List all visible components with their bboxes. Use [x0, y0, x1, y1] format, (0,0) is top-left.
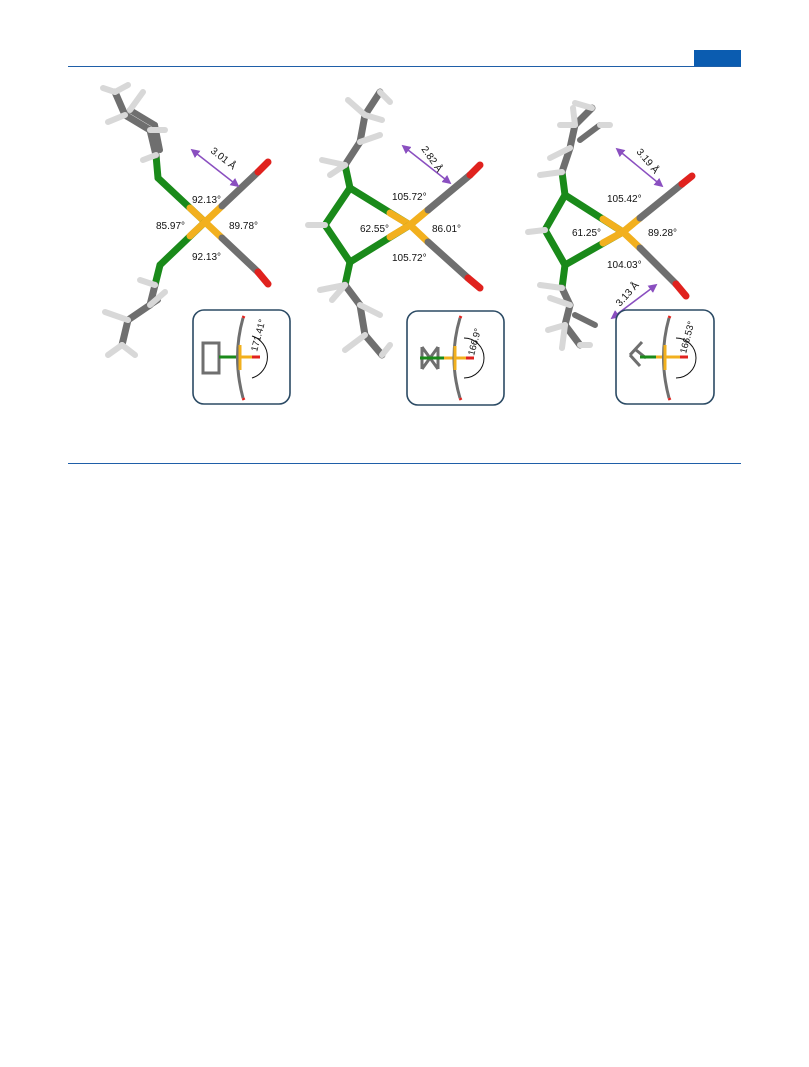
distance-arrow-top — [190, 148, 240, 188]
alkyl-chain-bottom — [102, 261, 168, 358]
ring-bonds — [525, 191, 569, 269]
inset-panel-3: 166.53° — [615, 309, 715, 405]
header-rule — [68, 66, 741, 67]
angle-label-right: 89.28° — [648, 228, 677, 239]
structure-panel-2: 2.82 Å 105.72° 62.55° 86.01° 105.72° 166… — [305, 88, 505, 406]
distance-label-bottom: 3.13 Å — [613, 279, 642, 309]
structure-panel-1: 3.01 Å 92.13° 85.97° 89.78° 92.13° 171.4… — [100, 82, 291, 405]
alkyl-chain-top — [537, 100, 613, 199]
distance-arrow-top — [615, 147, 664, 188]
distance-label-top: 3.01 Å — [208, 144, 239, 172]
alkyl-chain-bottom — [537, 261, 598, 351]
angle-label-top: 105.72° — [392, 192, 427, 203]
header-tab — [694, 50, 741, 66]
angle-label-right: 86.01° — [432, 224, 461, 235]
angle-label-left: 61.25° — [572, 228, 601, 239]
metal-center-bonds — [154, 158, 272, 288]
inset-panel-2: 166.9° — [406, 310, 505, 406]
alkyl-chain-top — [100, 82, 168, 182]
metal-center-bonds — [561, 172, 696, 300]
ring-bonds — [305, 184, 354, 266]
angle-label-bottom: 105.72° — [392, 253, 427, 264]
distance-arrow-top — [401, 144, 452, 185]
angle-label-bottom: 92.13° — [192, 252, 221, 263]
angle-label-top: 92.13° — [192, 195, 221, 206]
angle-label-top: 105.42° — [607, 194, 642, 205]
angle-label-bottom: 104.03° — [607, 260, 642, 271]
angle-label-right: 89.78° — [229, 221, 258, 232]
molecular-structures-figure: 3.01 Å 92.13° 85.97° 89.78° 92.13° 171.4… — [100, 82, 715, 406]
metal-center-bonds — [346, 161, 484, 292]
alkyl-chain-top — [319, 88, 393, 192]
alkyl-chain-bottom — [317, 258, 393, 359]
inset-panel-1: 171.41° — [192, 309, 291, 405]
angle-label-left: 62.55° — [360, 224, 389, 235]
distance-label-top: 2.82 Å — [419, 143, 446, 174]
distance-label-top: 3.19 Å — [634, 146, 663, 177]
caption-rule — [68, 463, 741, 464]
structure-panel-3: 3.19 Å 3.13 Å 105.42° 61.25° 89.28° 104.… — [525, 100, 715, 405]
angle-label-left: 85.97° — [156, 221, 185, 232]
